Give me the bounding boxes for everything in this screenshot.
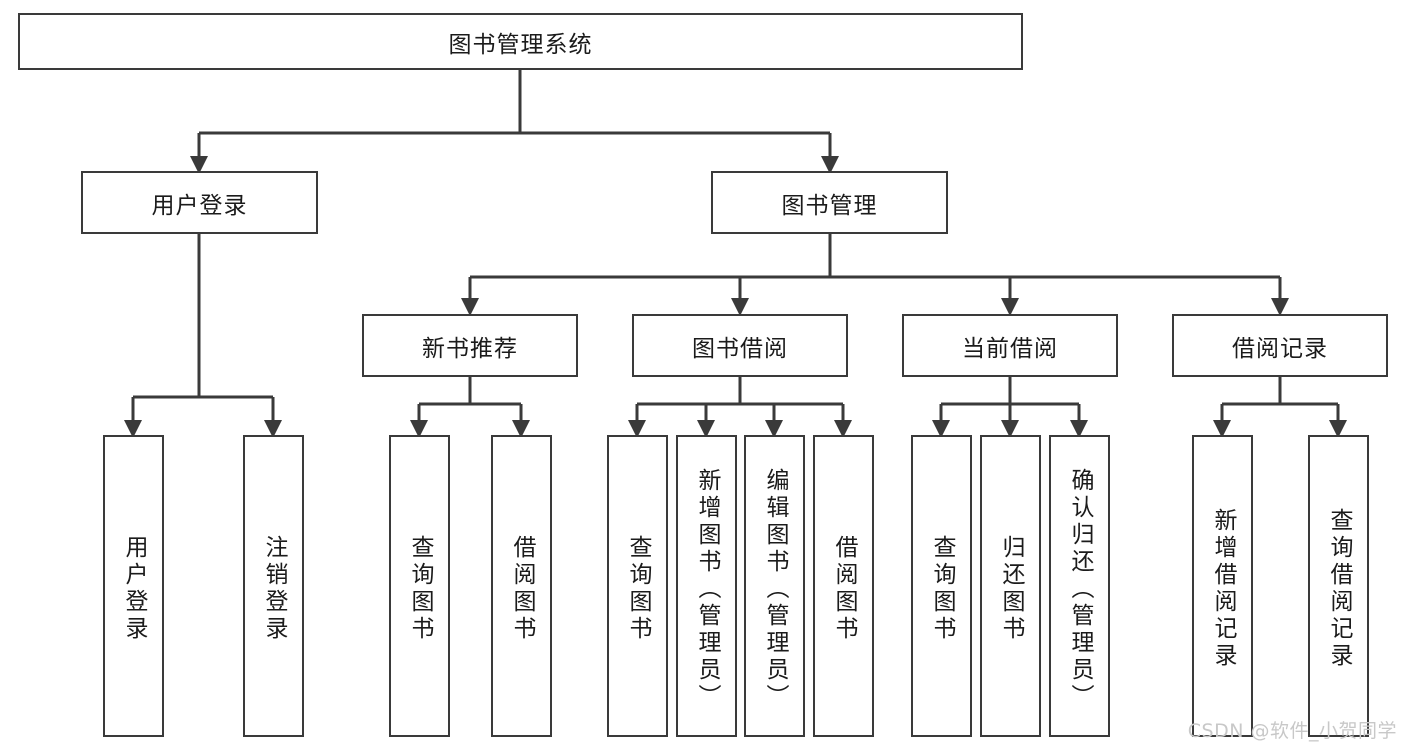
leaf-current-borrow-confirm-return-admin[interactable]: 确认归还（管理员）: [1049, 435, 1110, 737]
node-label: 查询借阅记录: [1326, 508, 1352, 670]
node-new-book-recommend[interactable]: 新书推荐: [362, 314, 578, 377]
node-label: 新增图书（管理员）: [694, 467, 720, 711]
leaf-new-book-borrow-book[interactable]: 借阅图书: [491, 435, 552, 737]
leaf-book-borrow-add-book-admin[interactable]: 新增图书（管理员）: [676, 435, 737, 737]
node-label: 图书管理系统: [448, 31, 593, 58]
leaf-book-borrow-borrow-book[interactable]: 借阅图书: [813, 435, 874, 737]
node-label: 借阅图书: [509, 535, 535, 643]
node-label: 用户登录: [151, 192, 248, 219]
node-root-book-management-system[interactable]: 图书管理系统: [18, 13, 1023, 70]
node-label: 用户登录: [121, 535, 147, 643]
leaf-user-login-signin[interactable]: 用户登录: [103, 435, 164, 737]
node-borrow-record[interactable]: 借阅记录: [1172, 314, 1388, 377]
node-label: 归还图书: [998, 535, 1024, 643]
leaf-current-borrow-query-book[interactable]: 查询图书: [911, 435, 972, 737]
node-label: 当前借阅: [962, 335, 1058, 362]
node-book-borrow[interactable]: 图书借阅: [632, 314, 848, 377]
node-book-management[interactable]: 图书管理: [711, 171, 948, 234]
node-label: 查询图书: [929, 535, 955, 643]
leaf-current-borrow-return-book[interactable]: 归还图书: [980, 435, 1041, 737]
node-label: 新增借阅记录: [1210, 508, 1236, 670]
node-label: 查询图书: [625, 535, 651, 643]
node-label: 借阅图书: [831, 535, 857, 643]
node-label: 新书推荐: [422, 335, 518, 362]
node-user-login[interactable]: 用户登录: [81, 171, 318, 234]
node-label: 编辑图书（管理员）: [762, 467, 788, 711]
leaf-book-borrow-edit-book-admin[interactable]: 编辑图书（管理员）: [744, 435, 805, 737]
node-label: 确认归还（管理员）: [1067, 467, 1093, 711]
node-label: 注销登录: [261, 535, 287, 643]
leaf-new-book-query-book[interactable]: 查询图书: [389, 435, 450, 737]
leaf-borrow-record-query-record[interactable]: 查询借阅记录: [1308, 435, 1369, 737]
node-label: 图书管理: [781, 192, 878, 219]
leaf-book-borrow-query-book[interactable]: 查询图书: [607, 435, 668, 737]
csdn-watermark: CSDN @软件_小贺同学: [1187, 720, 1397, 742]
leaf-borrow-record-add-record[interactable]: 新增借阅记录: [1192, 435, 1253, 737]
node-label: 借阅记录: [1232, 335, 1328, 362]
leaf-user-login-signout[interactable]: 注销登录: [243, 435, 304, 737]
node-label: 查询图书: [407, 535, 433, 643]
node-label: 图书借阅: [692, 335, 788, 362]
node-current-borrow[interactable]: 当前借阅: [902, 314, 1118, 377]
